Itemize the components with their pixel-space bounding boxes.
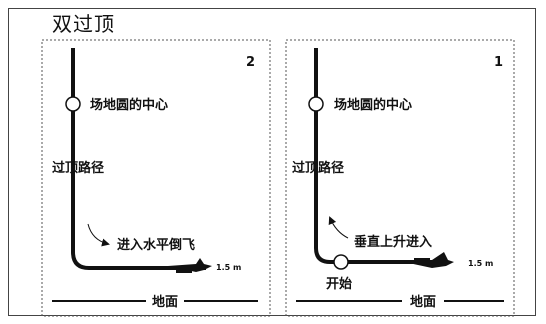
- panel-2-flight-path: [71, 48, 206, 270]
- panel-2-action-label: 进入水平倒飞: [117, 237, 195, 253]
- panel-1-start-label: 开始: [326, 276, 352, 292]
- panel-2: 2 场地圆的中心 过顶路径 进入水平倒飞 1.5 m 地面: [41, 39, 271, 317]
- panel-1-number: 1: [494, 55, 503, 70]
- panel-1-path-label: 过顶路径: [292, 160, 344, 176]
- panel-1-arrow: [328, 216, 349, 239]
- panel-1-frame: [285, 39, 515, 317]
- figure-frame: [8, 8, 536, 316]
- panel-2-ground-label: 地面: [152, 294, 178, 310]
- panel-2-center-circle: [65, 96, 81, 112]
- page-title: 双过顶: [52, 12, 115, 36]
- panel-2-airplane-icon: [168, 258, 212, 273]
- panel-1-height-label: 1.5 m: [468, 259, 493, 268]
- panel-1-ground-label: 地面: [410, 294, 436, 310]
- panel-1-start-circle: [333, 254, 349, 270]
- panel-1: 1 场地圆的中心 过顶路径 开始 垂直上升进入 1.5 m 地面: [285, 39, 515, 317]
- panel-1-airplane-icon: [404, 252, 454, 268]
- panel-2-circle-label: 场地圆的中心: [90, 97, 168, 113]
- panel-2-arrow: [87, 223, 110, 247]
- panel-1-action-label: 垂直上升进入: [354, 234, 432, 250]
- panel-2-frame: [41, 39, 271, 317]
- panel-1-circle-label: 场地圆的中心: [334, 97, 412, 113]
- panel-1-flight-path: [314, 48, 436, 264]
- panel-1-center-circle: [308, 96, 324, 112]
- panel-2-height-label: 1.5 m: [216, 263, 241, 272]
- panel-2-number: 2: [246, 55, 255, 70]
- panel-2-path-label: 过顶路径: [52, 160, 104, 176]
